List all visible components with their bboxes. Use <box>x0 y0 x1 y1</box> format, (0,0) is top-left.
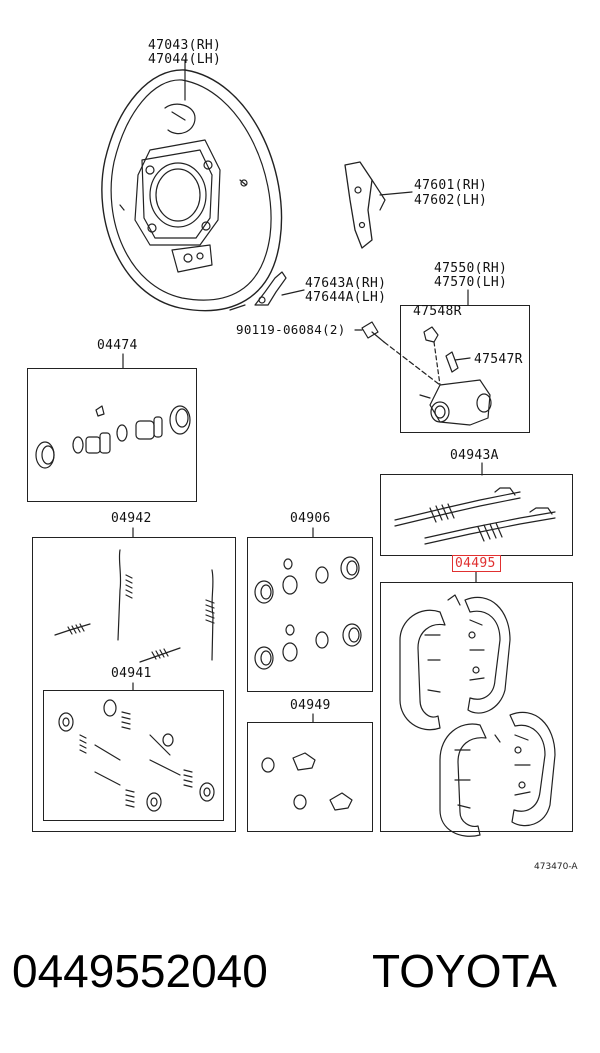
shoe-kit-highlight <box>452 555 501 572</box>
adjuster-kit-drawing <box>394 462 556 545</box>
bleeder-cap-label[interactable]: 47548R <box>413 304 462 319</box>
backing-plate-rh-label[interactable]: 47043(RH) <box>148 38 222 53</box>
spring-kit-box <box>32 537 236 832</box>
adjusting-lever-rh-label[interactable]: 47601(RH) <box>414 178 488 193</box>
cup-kit-drawing <box>254 527 362 670</box>
bolt-label[interactable]: 90119-06084(2) <box>236 322 346 337</box>
boot-kit-label[interactable]: 04949 <box>290 698 331 713</box>
backing-plate-lh-label[interactable]: 47044(LH) <box>148 52 222 67</box>
spring-kit-drawing <box>54 527 215 663</box>
wheel-cylinder-rh-label[interactable]: 47550(RH) <box>434 261 508 276</box>
adjusting-lever-drawing <box>344 161 413 249</box>
cylinder-kit-label[interactable]: 04474 <box>97 338 138 353</box>
adjuster-kit-box <box>380 474 573 556</box>
bolt-drawing <box>354 321 441 386</box>
adjusting-lever-lh-label[interactable]: 47602(LH) <box>414 193 488 208</box>
boot-kit-box <box>247 722 373 832</box>
backing-plate-drawing <box>101 59 283 312</box>
reference-code: 473470-A <box>534 862 578 872</box>
footer-part-number: 0449552040 <box>12 945 268 997</box>
lever-rh-label[interactable]: 47643A(RH) <box>305 276 387 291</box>
wheel-cylinder-lh-label[interactable]: 47570(LH) <box>434 275 508 290</box>
cylinder-kit-box <box>27 368 197 502</box>
hold-down-kit-box <box>43 690 224 821</box>
wheel-cylinder-box <box>400 305 530 433</box>
wheel-cylinder-drawing <box>419 289 492 426</box>
lever-drawing <box>254 271 305 306</box>
cup-kit-box <box>247 537 373 692</box>
hold-down-kit-label[interactable]: 04941 <box>111 666 152 681</box>
spring-kit-label[interactable]: 04942 <box>111 511 152 526</box>
cup-kit-label[interactable]: 04906 <box>290 511 331 526</box>
bleeder-plug-label[interactable]: 47547R <box>474 352 523 367</box>
hold-down-kit-drawing <box>58 682 215 812</box>
leader-line <box>229 304 246 311</box>
shoe-kit-box <box>380 582 573 832</box>
shoe-kit-label[interactable]: 04495 <box>455 556 496 571</box>
footer-brand: TOYOTA <box>372 945 557 997</box>
shoe-kit-drawing <box>399 571 556 837</box>
adjuster-kit-label[interactable]: 04943A <box>450 448 499 463</box>
boot-kit-drawing <box>261 713 353 811</box>
cylinder-kit-drawing <box>35 353 191 469</box>
lever-lh-label[interactable]: 47644A(LH) <box>305 290 387 305</box>
